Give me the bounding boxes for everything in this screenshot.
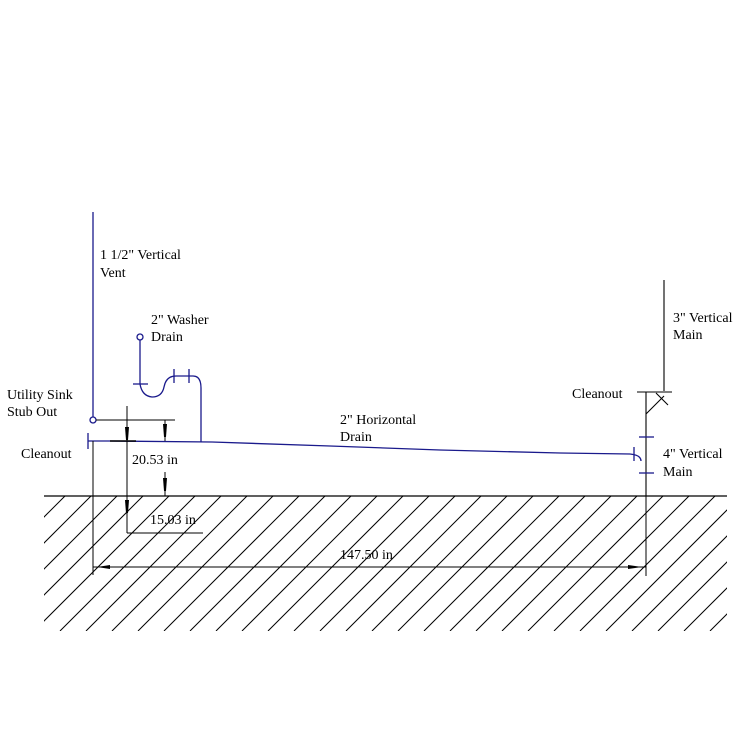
- cleanout-left-label: Cleanout: [21, 447, 72, 462]
- horizontal-drain-pipe: [109, 440, 642, 462]
- hatch-line: [736, 496, 750, 631]
- hatch-line: [241, 496, 378, 631]
- ground-hatch: [0, 496, 750, 631]
- main-3in-label-line2: Main: [673, 328, 703, 343]
- hatch-line: [85, 496, 222, 631]
- main-stack: [637, 280, 672, 496]
- arrow-total-left: [97, 565, 110, 569]
- vent-pipe: [89, 212, 97, 424]
- horizontal-drain-label-line1: 2" Horizontal: [340, 413, 416, 428]
- hatch-line: [44, 496, 170, 622]
- hatch-line: [293, 496, 430, 631]
- hatch-line: [449, 496, 586, 631]
- hatch-line: [267, 496, 404, 631]
- hatch-line: [111, 496, 248, 631]
- hatch-line: [44, 496, 118, 570]
- hatch-line: [163, 496, 300, 631]
- hatch-line: [553, 496, 690, 631]
- hatch-line: [423, 496, 560, 631]
- hatch-line: [579, 496, 716, 631]
- vent-label-line1: 1 1/2" Vertical: [100, 248, 181, 263]
- hatch-line: [44, 496, 144, 596]
- hatch-line: [631, 535, 727, 631]
- washer-label-line1: 2" Washer: [151, 313, 209, 328]
- dimension-20-53: 20.53 in: [132, 453, 178, 468]
- arrow-20-bottom-a: [163, 424, 167, 437]
- arrow-total-right: [628, 565, 642, 569]
- hatch-line: [527, 496, 664, 631]
- hatch-line: [0, 496, 39, 631]
- washer-drain-pipe: [133, 333, 202, 442]
- hatch-line: [475, 496, 612, 631]
- hatch-line: [345, 496, 482, 631]
- hatch-line: [397, 496, 534, 631]
- dimension-147-50: 147.50 in: [340, 548, 393, 563]
- main-4in-label-line2: Main: [663, 465, 693, 480]
- hatch-line: [501, 496, 638, 631]
- hatch-line: [59, 496, 196, 631]
- dimension-arrows: [97, 424, 642, 569]
- cleanout-left-cap: [87, 433, 110, 449]
- dimension-15-03: 15.03 in: [150, 513, 196, 528]
- hatch-line: [137, 496, 274, 631]
- vent-label-line2: Vent: [100, 266, 126, 281]
- main-4in-label-line1: 4" Vertical: [663, 447, 723, 462]
- hatch-line: [683, 587, 727, 631]
- hatch-line: [44, 496, 66, 518]
- utility-sink-label-line1: Utility Sink: [7, 388, 73, 403]
- horizontal-drain-label-line2: Drain: [340, 430, 372, 445]
- hatch-line: [319, 496, 456, 631]
- arrow-15: [125, 500, 129, 513]
- hatch-line: [709, 613, 727, 631]
- hatch-line: [371, 496, 508, 631]
- main-3in-label-line1: 3" Vertical: [673, 311, 733, 326]
- hatch-line: [657, 561, 727, 631]
- utility-sink-label-line2: Stub Out: [7, 405, 57, 420]
- hatch-line: [215, 496, 352, 631]
- arrow-20-bottom-b: [163, 478, 167, 491]
- cleanout-right-label: Cleanout: [572, 387, 623, 402]
- hatch-line: [189, 496, 326, 631]
- washer-label-line2: Drain: [151, 330, 183, 345]
- hatch-line: [605, 509, 727, 631]
- main-4in-marks: [639, 436, 654, 474]
- hatch-line: [44, 496, 92, 544]
- arrow-20-top: [125, 427, 129, 440]
